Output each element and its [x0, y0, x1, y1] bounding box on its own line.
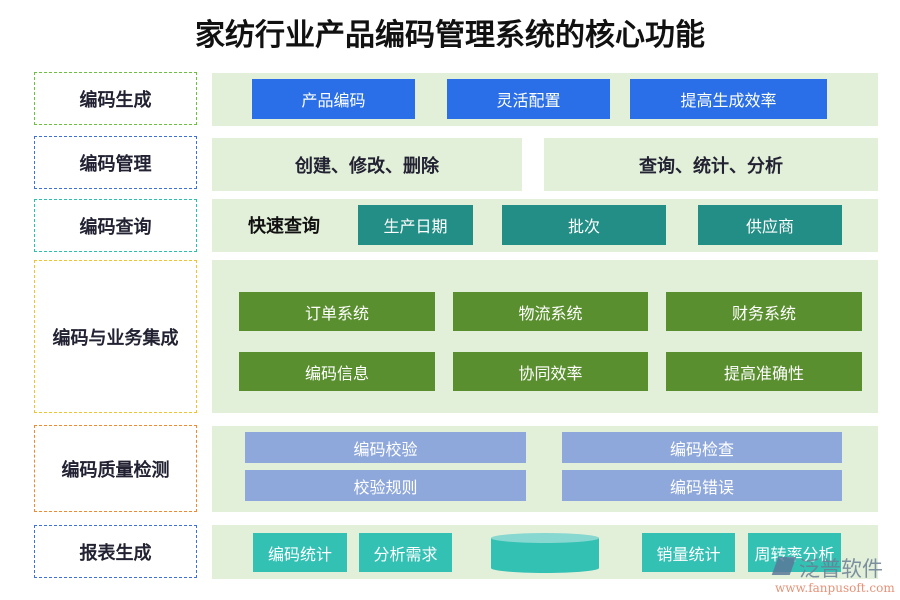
box-analysis-needs: 分析需求 — [359, 533, 452, 572]
panel-query-stats: 查询、统计、分析 — [544, 138, 878, 191]
logo-url: www.fanpusoft.com — [775, 581, 895, 595]
box-code-info: 编码信息 — [239, 352, 435, 391]
row-label-query: 编码查询 — [34, 199, 197, 252]
row-label-management: 编码管理 — [34, 136, 197, 189]
row-label-report: 报表生成 — [34, 525, 197, 578]
box-sales-stats: 销量统计 — [642, 533, 735, 572]
box-efficiency: 提高生成效率 — [630, 79, 827, 119]
row-label-quality: 编码质量检测 — [34, 425, 197, 512]
logo-mark-icon — [771, 557, 797, 575]
box-code-check: 编码检查 — [562, 432, 842, 463]
box-code-stats: 编码统计 — [253, 533, 347, 572]
box-code-errors: 编码错误 — [562, 470, 842, 501]
box-code-validate: 编码校验 — [245, 432, 526, 463]
panel-crud: 创建、修改、删除 — [212, 138, 522, 191]
row-label-integration: 编码与业务集成 — [34, 260, 197, 413]
page-title: 家纺行业产品编码管理系统的核心功能 — [195, 18, 705, 53]
box-collab-efficiency: 协同效率 — [453, 352, 648, 391]
box-batch: 批次 — [502, 205, 666, 245]
box-supplier: 供应商 — [698, 205, 842, 245]
box-product-code: 产品编码 — [252, 79, 415, 119]
box-production-date: 生产日期 — [358, 205, 473, 245]
box-flexible-config: 灵活配置 — [447, 79, 610, 119]
box-turnover-analysis: 周转率分析 — [748, 533, 841, 572]
row-label-generation: 编码生成 — [34, 72, 197, 125]
logo-name: 泛普软件 — [799, 557, 883, 581]
logo: 泛普软件 www.fanpusoft.com — [771, 553, 900, 598]
quick-query-text: 快速查询 — [248, 216, 320, 237]
box-finance-system: 财务系统 — [666, 292, 862, 331]
box-accuracy: 提高准确性 — [666, 352, 862, 391]
box-logistics-system: 物流系统 — [453, 292, 648, 331]
box-order-system: 订单系统 — [239, 292, 435, 331]
box-validate-rules: 校验规则 — [245, 470, 526, 501]
database-cylinder-icon — [491, 533, 599, 573]
